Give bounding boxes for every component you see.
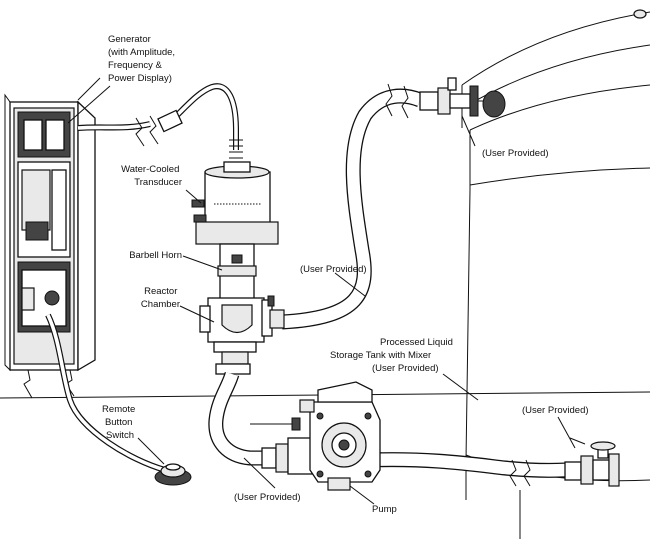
reactor-chamber <box>199 295 285 375</box>
label-user-provided-hose-bottom: (User Provided) <box>234 492 301 503</box>
remote-cable <box>45 313 166 473</box>
remote-button-switch <box>154 463 192 486</box>
label-barbell-horn: Barbell Horn <box>129 250 182 261</box>
hose-right <box>367 452 566 487</box>
label-pump: Pump <box>372 504 397 515</box>
generator <box>4 77 101 372</box>
tank-valve-bottom <box>564 437 620 487</box>
label-storage-tank: Processed Liquid Storage Tank with Mixer… <box>330 337 456 374</box>
transducer-cable <box>77 83 243 165</box>
label-user-provided-valve-bottom: (User Provided) <box>522 405 589 416</box>
hose-bottom <box>208 371 268 466</box>
label-transducer: Water-Cooled Transducer <box>121 164 182 188</box>
label-remote-button-switch: Remote Button Switch <box>102 404 138 441</box>
label-reactor-chamber: Reactor Chamber <box>141 286 180 310</box>
label-user-provided-valve-top: (User Provided) <box>482 148 549 159</box>
pump <box>250 381 381 491</box>
label-generator: Generator (with Amplitude, Frequency & P… <box>108 34 178 84</box>
label-user-provided-hose: (User Provided) <box>300 264 367 275</box>
hose-top <box>281 83 423 330</box>
water-cooled-transducer <box>191 161 279 245</box>
barbell-horn <box>217 243 257 301</box>
leader-lines <box>67 85 576 505</box>
tank-valve-top <box>419 77 506 118</box>
generator-break-left <box>23 369 33 399</box>
